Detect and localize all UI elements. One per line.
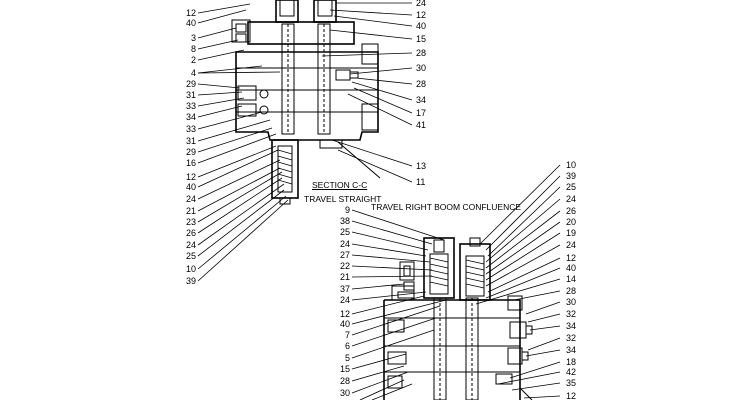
callout: 24 — [339, 239, 350, 249]
callout: 35 — [566, 378, 577, 388]
callout: 18 — [566, 357, 577, 367]
callout: 38 — [339, 216, 350, 226]
callout: 25 — [566, 182, 577, 192]
callout: 40 — [339, 319, 350, 329]
callout: 31 — [185, 136, 196, 146]
callout: 42 — [566, 367, 577, 377]
callout: 33 — [185, 101, 196, 111]
callout: 26 — [566, 206, 577, 216]
callout: 24 — [566, 194, 577, 204]
callout: 28 — [339, 376, 350, 386]
callout: 40 — [566, 263, 577, 273]
callout: 24 — [339, 295, 350, 305]
callout: 2 — [190, 55, 196, 65]
callout: 34 — [566, 345, 577, 355]
callout: 40 — [185, 182, 196, 192]
lower-left-leaders — [351, 209, 447, 400]
upper-right-leaders — [321, 2, 413, 183]
callout: 24 — [566, 240, 577, 250]
callout: 28 — [416, 79, 427, 89]
callout: 12 — [566, 253, 577, 263]
callout: 41 — [416, 120, 427, 130]
callout: 23 — [185, 217, 196, 227]
callout: 34 — [185, 112, 196, 122]
callout: 12 — [566, 391, 577, 401]
callout: 10 — [185, 264, 196, 274]
callout: 37 — [339, 284, 350, 294]
callout: 14 — [566, 274, 577, 284]
callout: 17 — [416, 108, 427, 118]
callout: 33 — [185, 124, 196, 134]
callout: 24 — [185, 240, 196, 250]
travel-right-boom-caption: TRAVEL RIGHT BOOM CONFLUENCE — [371, 202, 522, 212]
callout: 7 — [344, 330, 350, 340]
section-caption: SECTION C-C — [312, 180, 368, 190]
callout: 40 — [185, 18, 196, 28]
upper-valve-body — [231, 0, 381, 205]
callout: 13 — [416, 161, 427, 171]
callout: 21 — [185, 206, 196, 216]
callout: 15 — [416, 34, 427, 44]
callout: 12 — [185, 172, 196, 182]
callout: 29 — [185, 147, 196, 157]
callout: 32 — [566, 309, 577, 319]
callout: 20 — [566, 217, 577, 227]
callout: 21 — [339, 272, 350, 282]
lower-right-leaders — [475, 164, 561, 399]
callout: 22 — [339, 261, 350, 271]
callout: 30 — [339, 388, 350, 398]
callout: 19 — [566, 228, 577, 238]
callout: 28 — [566, 286, 577, 296]
callout: 11 — [416, 177, 426, 187]
callout: 3 — [190, 33, 196, 43]
callout: 5 — [344, 353, 350, 363]
callout: 4 — [190, 68, 196, 78]
callout: 9 — [344, 205, 350, 215]
lower-valve-body — [383, 237, 533, 400]
callout: 31 — [185, 90, 196, 100]
callout: 6 — [344, 341, 350, 351]
callout: 10 — [566, 160, 577, 170]
callout: 12 — [185, 8, 196, 18]
upper-left-leaders — [197, 3, 289, 282]
callout: 15 — [339, 364, 350, 374]
callout: 12 — [416, 10, 427, 20]
callout: 30 — [566, 297, 577, 307]
callout: 24 — [416, 0, 427, 8]
callout: 40 — [416, 21, 427, 31]
callout: 28 — [416, 48, 427, 58]
callout: 27 — [339, 250, 350, 260]
callout: 39 — [185, 276, 196, 286]
travel-straight-caption: TRAVEL STRAIGHT — [304, 194, 382, 204]
callout: 24 — [185, 194, 196, 204]
callout: 34 — [566, 321, 577, 331]
callout: 25 — [185, 251, 196, 261]
callout: 29 — [185, 79, 196, 89]
callout: 26 — [185, 228, 196, 238]
callout: 34 — [416, 95, 427, 105]
callout: 8 — [190, 44, 196, 54]
callout: 39 — [566, 171, 577, 181]
callout: 16 — [185, 158, 196, 168]
callout: 32 — [566, 333, 577, 343]
callout: 12 — [339, 309, 350, 319]
callout: 30 — [416, 63, 427, 73]
callout: 25 — [339, 227, 350, 237]
